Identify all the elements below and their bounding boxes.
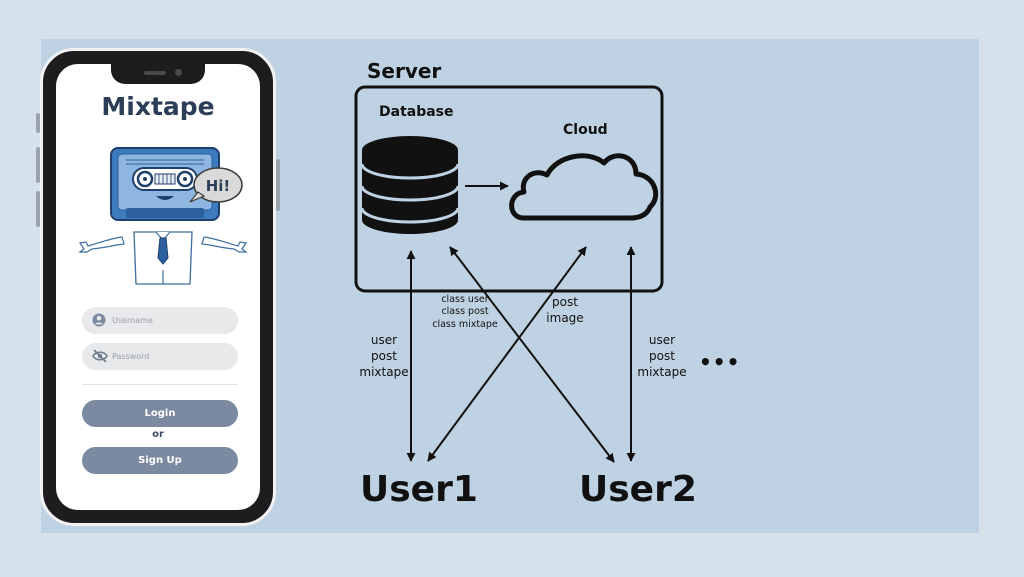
class-post-label: class post xyxy=(441,306,489,318)
app-title: Mixtape xyxy=(101,92,215,121)
user2-database-arrow xyxy=(449,246,615,463)
user1-data-user: user xyxy=(370,333,398,347)
phone-power-button xyxy=(276,159,280,211)
or-separator: or xyxy=(152,429,164,440)
server-label: Server xyxy=(367,59,442,83)
phone-side-button xyxy=(36,113,40,133)
cloud-icon xyxy=(509,153,659,221)
cloud-label: Cloud xyxy=(563,122,608,138)
signup-button[interactable]: Sign Up xyxy=(82,447,238,474)
phone-volume-down-button xyxy=(36,191,40,227)
username-field[interactable] xyxy=(82,307,238,334)
phone-screen: Mixtape xyxy=(56,64,260,510)
class-labels: class user class post class mixtape xyxy=(425,294,505,331)
more-users-indicator: ••• xyxy=(699,350,741,374)
mascot-speech-text: Hi! xyxy=(206,177,231,195)
user2-data-mixtape: mixtape xyxy=(637,365,687,380)
database-icon xyxy=(360,136,460,234)
post-label: post xyxy=(552,295,578,309)
front-camera xyxy=(175,69,182,76)
phone-mockup: Mixtape xyxy=(36,48,280,526)
username-input[interactable] xyxy=(112,307,228,334)
user1-data-labels: user post mixtape xyxy=(354,332,414,381)
user-icon xyxy=(92,313,106,327)
post-image-labels: post image xyxy=(540,294,590,326)
user2-data-post: post xyxy=(649,349,675,364)
user2-label: User2 xyxy=(579,469,697,510)
eye-slash-icon xyxy=(92,349,108,363)
user1-data-mixtape: mixtape xyxy=(359,365,409,380)
speaker-grille xyxy=(144,71,166,75)
divider xyxy=(82,384,238,385)
cassette-mascot-icon: Hi! xyxy=(78,147,248,285)
password-input[interactable] xyxy=(112,343,228,370)
phone-notch xyxy=(111,64,205,84)
image-label: image xyxy=(546,311,584,326)
user2-data-labels: user post mixtape xyxy=(632,332,692,381)
login-button[interactable]: Login xyxy=(82,400,238,427)
user1-data-post: post xyxy=(371,349,397,364)
class-user-label: class user xyxy=(441,294,489,305)
user2-data-user: user xyxy=(648,333,676,347)
user1-label: User1 xyxy=(360,469,478,510)
database-label: Database xyxy=(379,104,454,120)
class-mixtape-label: class mixtape xyxy=(432,318,498,330)
user1-cloud-arrow xyxy=(427,246,587,462)
password-field[interactable] xyxy=(82,343,238,370)
phone-volume-up-button xyxy=(36,147,40,183)
